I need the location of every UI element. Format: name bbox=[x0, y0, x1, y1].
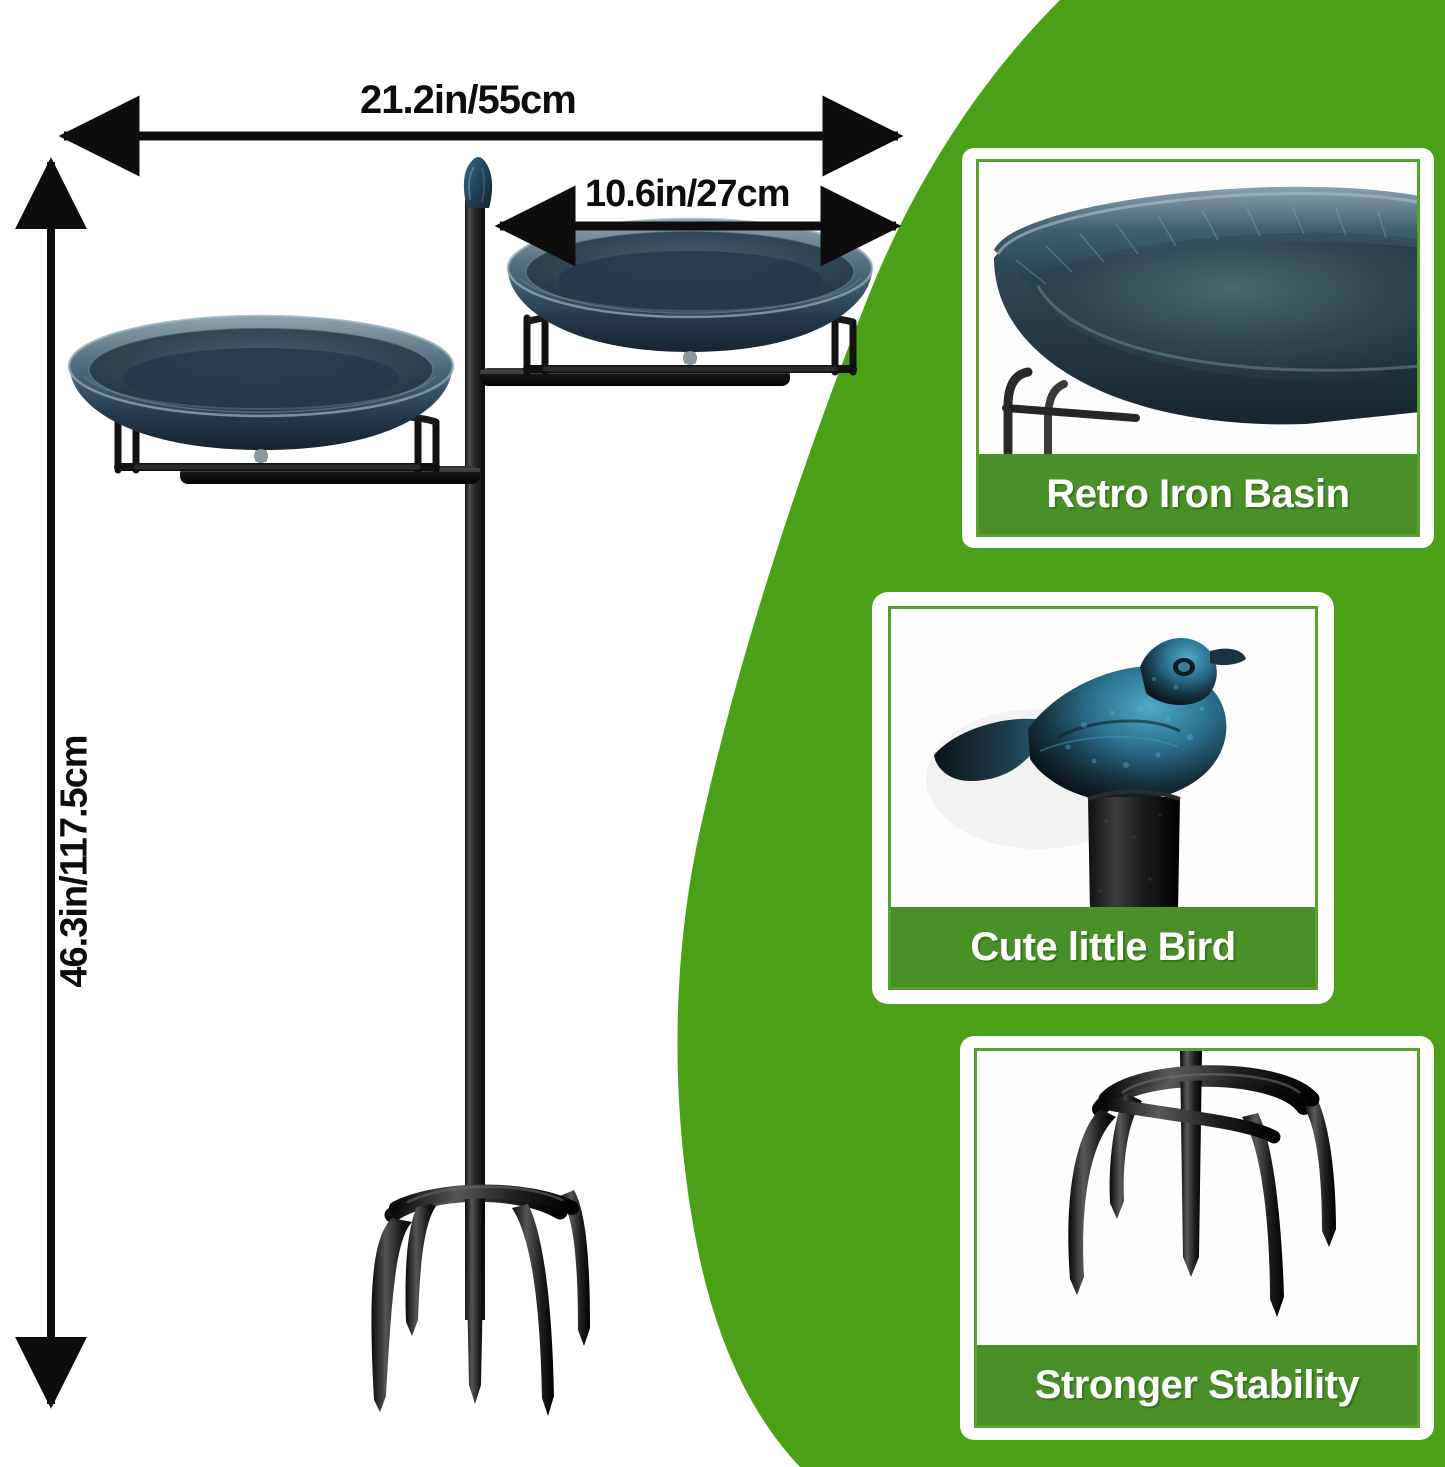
feature-caption-1: Retro Iron Basin bbox=[979, 454, 1417, 534]
feature-card-2-frame: Cute little Bird bbox=[888, 606, 1318, 990]
overall-height-label: 46.3in/117.5cm bbox=[53, 735, 96, 988]
feature-card-3-frame: Stronger Stability bbox=[974, 1048, 1420, 1428]
feature-caption-3: Stronger Stability bbox=[977, 1345, 1417, 1425]
feature-card-stronger-stability: Stronger Stability bbox=[960, 1036, 1434, 1440]
lower-basin bbox=[67, 314, 455, 474]
five-prong-ground-stake bbox=[371, 1184, 590, 1416]
feature-card-1-frame: Retro Iron Basin bbox=[976, 159, 1420, 537]
feature-caption-2-text: Cute little Bird bbox=[970, 924, 1236, 969]
feature-photo-basin-closeup bbox=[979, 162, 1417, 460]
product-illustration bbox=[67, 157, 874, 1416]
feature-caption-2: Cute little Bird bbox=[891, 907, 1315, 987]
bowl-diameter-label: 10.6in/27cm bbox=[585, 173, 790, 215]
bird-finial bbox=[463, 157, 493, 208]
overall-width-label: 21.2in/55cm bbox=[360, 78, 577, 122]
feature-photo-stake-closeup bbox=[977, 1051, 1417, 1351]
feature-caption-1-text: Retro Iron Basin bbox=[1046, 471, 1350, 516]
upper-basin bbox=[506, 217, 874, 376]
feature-caption-3-text: Stronger Stability bbox=[1034, 1362, 1360, 1407]
feature-card-retro-iron-basin: Retro Iron Basin bbox=[962, 148, 1434, 548]
feature-card-cute-little-bird: Cute little Bird bbox=[872, 592, 1334, 1004]
feature-photo-bird-closeup bbox=[891, 609, 1315, 913]
